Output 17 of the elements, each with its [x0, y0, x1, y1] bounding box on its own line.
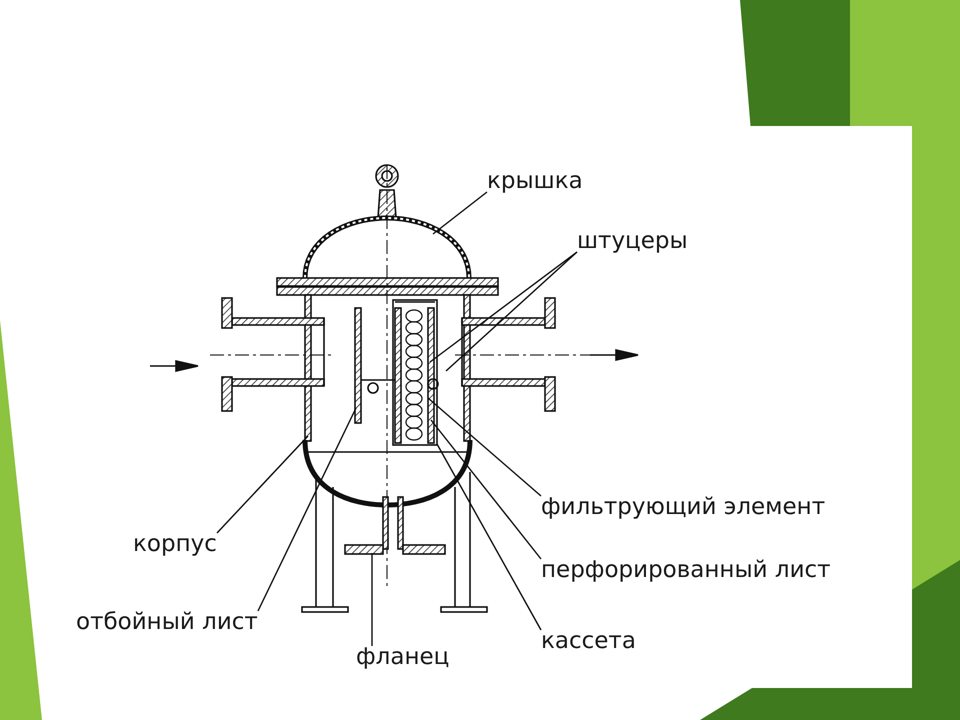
part-label: кассета: [541, 626, 636, 656]
leader-line: [432, 191, 488, 235]
leader-line: [436, 444, 542, 630]
leader-line: [446, 251, 578, 372]
leader-line: [371, 553, 373, 646]
part-label: штуцеры: [577, 226, 688, 256]
leader-line: [428, 397, 542, 497]
part-label: фланец: [356, 642, 450, 672]
leader-line: [430, 251, 578, 363]
part-label: крышка: [487, 166, 583, 196]
part-label: фильтрующий элемент: [541, 492, 826, 522]
part-label: корпус: [133, 529, 217, 559]
leader-line: [430, 420, 542, 560]
leader-line: [216, 436, 309, 534]
part-label: перфорированный лист: [541, 555, 831, 585]
part-label: отбойный лист: [76, 607, 258, 637]
leader-line: [257, 408, 357, 612]
